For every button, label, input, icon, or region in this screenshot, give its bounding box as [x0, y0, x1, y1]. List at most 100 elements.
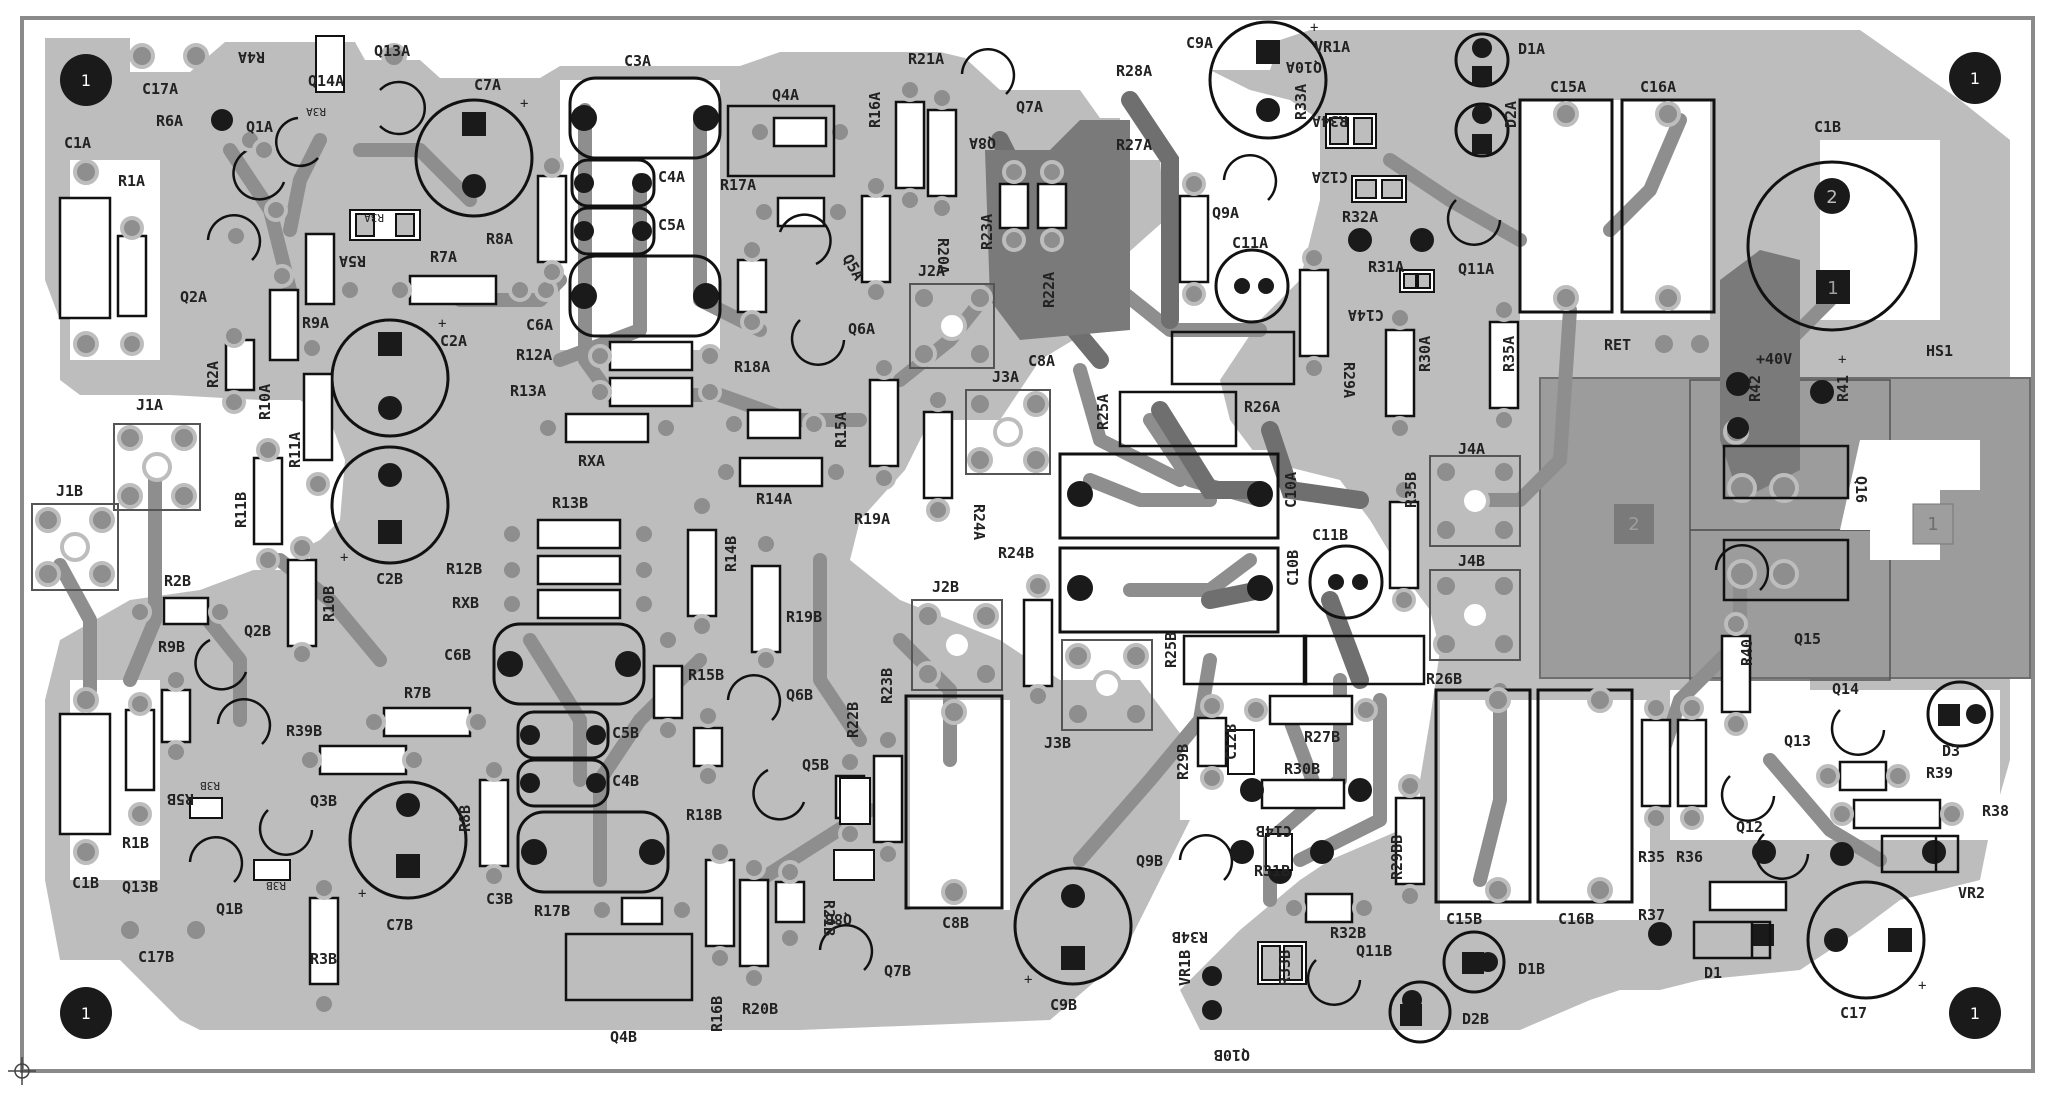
cap-pads — [378, 38, 1986, 1026]
box-q15 — [1722, 538, 1850, 602]
label-q6b: Q6B — [786, 686, 813, 704]
cap-c2b — [330, 445, 450, 565]
label-j3a: J3A — [992, 368, 1019, 386]
label-q9b: Q9B — [1136, 852, 1163, 870]
label-r37: R37 — [1638, 906, 1665, 924]
connector-j4b — [1429, 569, 1521, 661]
c1b-pad-2-label: 2 — [1826, 187, 1837, 208]
label-r14b: R14B — [722, 536, 740, 572]
film-capacitors — [492, 76, 722, 894]
label-r8b: R8B — [456, 805, 474, 832]
smd-parts — [189, 35, 1435, 985]
mount-hole-br-label: 1 — [1970, 1004, 1980, 1023]
label-q4a: Q4A — [772, 86, 799, 104]
label-d2b: D2B — [1462, 1010, 1489, 1028]
label-rxa: RXA — [578, 452, 605, 470]
label-r6a: R6A — [156, 112, 183, 130]
plus-c2a: + — [438, 316, 446, 332]
mark-r3a: R3A — [364, 211, 384, 224]
label-r8a: R8A — [486, 230, 513, 248]
label-r23b: R23B — [878, 668, 896, 704]
label-r13a: R13A — [510, 382, 546, 400]
cap-c5b — [516, 710, 610, 760]
hs-pad-1 — [1912, 503, 1954, 545]
label-r25b: R25B — [1162, 632, 1180, 668]
cap-c8b — [904, 694, 1004, 910]
label-c7b: C7B — [386, 916, 413, 934]
label-r18a: R18A — [734, 358, 770, 376]
label-c15b: C15B — [1446, 910, 1482, 928]
label-j4a: J4A — [1458, 440, 1485, 458]
pad-numbers: 2 1 2 1 — [1628, 187, 1938, 535]
capacitors-electrolytic — [330, 20, 1994, 1044]
label-d2a: D2A — [1502, 101, 1520, 128]
label-r29bb: R29BB — [1388, 835, 1406, 880]
label-q4b: Q4B — [610, 1028, 637, 1046]
connector-pads — [35, 285, 1517, 727]
connector-j3b — [1061, 639, 1153, 731]
cap-c11b — [1308, 544, 1384, 620]
label-r29a: R29A — [1340, 362, 1358, 398]
label-r39: R39 — [1926, 764, 1953, 782]
label-r32b: R32B — [1330, 924, 1366, 942]
label-j2b: J2B — [932, 578, 959, 596]
box-capacitors — [904, 98, 1716, 910]
cap-c3a — [568, 76, 722, 160]
label-r1a: R1A — [118, 172, 145, 190]
label-hs1: HS1 — [1926, 342, 1953, 360]
cap-c4b — [516, 758, 610, 808]
label-q9a: Q9A — [1212, 204, 1239, 222]
box-r26b — [1302, 634, 1426, 686]
label-q1b: Q1B — [216, 900, 243, 918]
label-r3b: R3B — [310, 950, 337, 968]
label-c3a: C3A — [624, 52, 651, 70]
label-vr2: VR2 — [1958, 884, 1985, 902]
clearance-regions — [70, 80, 2000, 920]
label-j2a: J2A — [918, 262, 945, 280]
label-r26a: R26A — [1244, 398, 1280, 416]
plus-c17: + — [1918, 978, 1926, 994]
transistors — [188, 48, 1886, 1006]
plus-c7b: + — [358, 886, 366, 902]
plus-c9b: + — [1024, 972, 1032, 988]
cap-c4a — [570, 158, 656, 208]
cap-d2b — [1388, 980, 1452, 1044]
box-q4a — [726, 104, 836, 178]
label-r16b: R16B — [708, 996, 726, 1032]
label-c11b: C11B — [1312, 526, 1348, 544]
label-q1a: Q1A — [246, 118, 273, 136]
cap-c16a — [1620, 98, 1716, 314]
label-r33a: R33A — [1292, 84, 1310, 120]
label-q12: Q12 — [1736, 818, 1763, 836]
label-r31b: R31B — [1254, 862, 1290, 880]
label-c12a: C12A — [1312, 168, 1348, 186]
label-vr1a: VR1A — [1314, 38, 1350, 56]
label-c8b: C8B — [942, 914, 969, 932]
label-r24a: R24A — [970, 504, 988, 540]
connector-j1b — [31, 503, 119, 591]
label-q2b: Q2B — [244, 622, 271, 640]
plus-c2b: + — [340, 550, 348, 566]
cap-c9b — [1013, 866, 1133, 986]
label-r22b: R22B — [844, 702, 862, 738]
film-cap-pads — [497, 105, 719, 865]
c1b-pad-1-label: 1 — [1827, 278, 1838, 299]
label-r12a: R12A — [516, 346, 552, 364]
label-r27b: R27B — [1304, 728, 1340, 746]
label-c16b: C16B — [1558, 910, 1594, 928]
label-ret: RET — [1604, 336, 1631, 354]
label-r21a: R21A — [908, 50, 944, 68]
label-c14a: C14A — [1348, 306, 1384, 324]
label-c17a: C17A — [142, 80, 178, 98]
label-d1a: D1A — [1518, 40, 1545, 58]
label-c4b: C4B — [612, 772, 639, 790]
label-j1a: J1A — [136, 396, 163, 414]
label-d1: D1 — [1704, 964, 1722, 982]
label-q16: Q16 — [1852, 476, 1870, 503]
mark-r3b: R3B — [200, 779, 220, 792]
label-q14: Q14 — [1832, 680, 1859, 698]
label-c12b: C12B — [1222, 724, 1240, 760]
connector-j4a — [1429, 455, 1521, 547]
label-r12b: R12B — [446, 560, 482, 578]
label-r29b: R29B — [1174, 744, 1192, 780]
